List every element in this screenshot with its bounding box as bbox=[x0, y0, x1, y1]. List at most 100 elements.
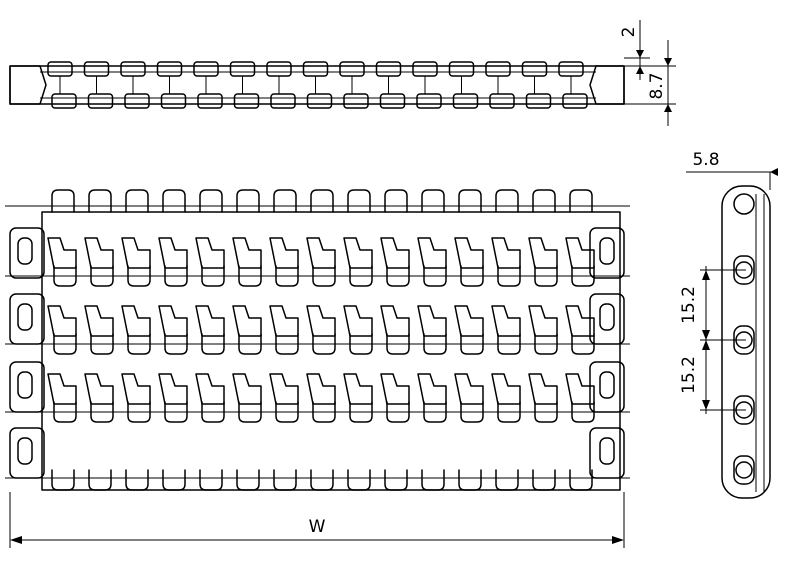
edge-tooth bbox=[270, 93, 296, 109]
edge-tooth bbox=[193, 61, 219, 77]
bottom-finger bbox=[384, 469, 408, 491]
link-hook bbox=[238, 333, 262, 355]
edge-tooth bbox=[525, 93, 552, 109]
width-label: W bbox=[309, 517, 326, 537]
belt-link bbox=[491, 305, 521, 337]
belt-link bbox=[269, 305, 299, 337]
link-hook bbox=[386, 265, 410, 287]
right-slot bbox=[599, 371, 615, 399]
top-finger bbox=[384, 189, 408, 213]
belt-link bbox=[528, 305, 558, 337]
link-hook bbox=[423, 333, 447, 355]
belt-link bbox=[491, 373, 521, 405]
belt-link bbox=[84, 305, 114, 337]
total-height-label: 8.7 bbox=[647, 72, 667, 99]
bottom-finger bbox=[421, 469, 445, 491]
edge-tooth bbox=[375, 61, 402, 77]
belt-link bbox=[306, 237, 336, 269]
edge-tooth bbox=[343, 93, 369, 109]
belt-link bbox=[343, 305, 373, 337]
edge-tooth bbox=[448, 61, 475, 77]
link-hook bbox=[53, 333, 77, 355]
top-edge-view bbox=[9, 61, 625, 109]
link-hook bbox=[571, 265, 595, 287]
left-side-lug bbox=[9, 227, 45, 279]
belt-link bbox=[84, 373, 114, 405]
belt-link bbox=[380, 237, 410, 269]
left-side-lug bbox=[9, 427, 45, 479]
bottom-finger bbox=[125, 469, 149, 491]
belt-link bbox=[269, 373, 299, 405]
link-hook bbox=[275, 265, 299, 287]
link-hook bbox=[164, 333, 188, 355]
edge-tooth bbox=[562, 93, 588, 109]
side-dimensions: 5.8 15.2 15.2 bbox=[679, 150, 778, 414]
top-finger bbox=[162, 189, 186, 213]
edge-tooth bbox=[87, 93, 114, 109]
right-side-lug bbox=[589, 227, 625, 279]
edge-tooth bbox=[521, 61, 548, 77]
pitch-label-1: 15.2 bbox=[679, 286, 699, 324]
belt-link bbox=[454, 237, 484, 269]
top-finger bbox=[88, 189, 112, 213]
belt-link bbox=[47, 373, 77, 405]
belt-link bbox=[47, 237, 77, 269]
bottom-finger bbox=[51, 469, 75, 491]
link-hook bbox=[497, 265, 521, 287]
link-hook bbox=[460, 401, 484, 423]
top-finger bbox=[347, 189, 371, 213]
side-view bbox=[721, 185, 771, 499]
link-hook bbox=[571, 333, 595, 355]
left-side-lug bbox=[9, 293, 45, 345]
link-hook bbox=[127, 401, 151, 423]
height-dimension: 2 8.7 bbox=[619, 20, 676, 126]
belt-link bbox=[232, 373, 262, 405]
belt-link bbox=[158, 373, 188, 405]
top-finger bbox=[236, 189, 260, 213]
link-hook bbox=[534, 265, 558, 287]
width-dimension: W bbox=[9, 492, 625, 548]
top-finger bbox=[569, 189, 593, 213]
edge-tooth bbox=[306, 93, 333, 109]
belt-link bbox=[232, 237, 262, 269]
belt-link bbox=[417, 305, 447, 337]
belt-link bbox=[417, 373, 447, 405]
top-finger bbox=[421, 189, 445, 213]
link-hook bbox=[90, 265, 114, 287]
link-hook bbox=[127, 265, 151, 287]
link-hook bbox=[90, 401, 114, 423]
belt-link bbox=[380, 373, 410, 405]
edge-tooth bbox=[233, 93, 260, 109]
top-finger bbox=[51, 189, 75, 213]
belt-link bbox=[158, 305, 188, 337]
link-hook bbox=[497, 333, 521, 355]
side-offset-label: 5.8 bbox=[692, 150, 719, 170]
link-hook bbox=[534, 401, 558, 423]
left-side-lug bbox=[9, 361, 45, 413]
link-hook bbox=[275, 333, 299, 355]
link-hook bbox=[534, 333, 558, 355]
edge-tooth bbox=[485, 61, 511, 77]
edge-tooth bbox=[47, 61, 73, 77]
bottom-finger bbox=[236, 469, 260, 491]
bottom-finger bbox=[199, 469, 223, 491]
pitch-label-2: 15.2 bbox=[679, 356, 699, 394]
left-slot bbox=[17, 237, 33, 265]
edge-tooth bbox=[489, 93, 515, 109]
link-hook bbox=[386, 401, 410, 423]
pin-housing bbox=[733, 455, 755, 485]
belt-link bbox=[269, 237, 299, 269]
bottom-finger bbox=[458, 469, 482, 491]
bottom-finger bbox=[273, 469, 297, 491]
link-hook bbox=[460, 265, 484, 287]
right-slot bbox=[599, 237, 615, 265]
top-finger bbox=[125, 189, 149, 213]
belt-link bbox=[306, 305, 336, 337]
edge-tooth bbox=[160, 93, 187, 109]
edge-tooth bbox=[197, 93, 223, 109]
right-slot bbox=[599, 303, 615, 331]
belt-link bbox=[47, 305, 77, 337]
link-hook bbox=[275, 401, 299, 423]
belt-link bbox=[158, 237, 188, 269]
